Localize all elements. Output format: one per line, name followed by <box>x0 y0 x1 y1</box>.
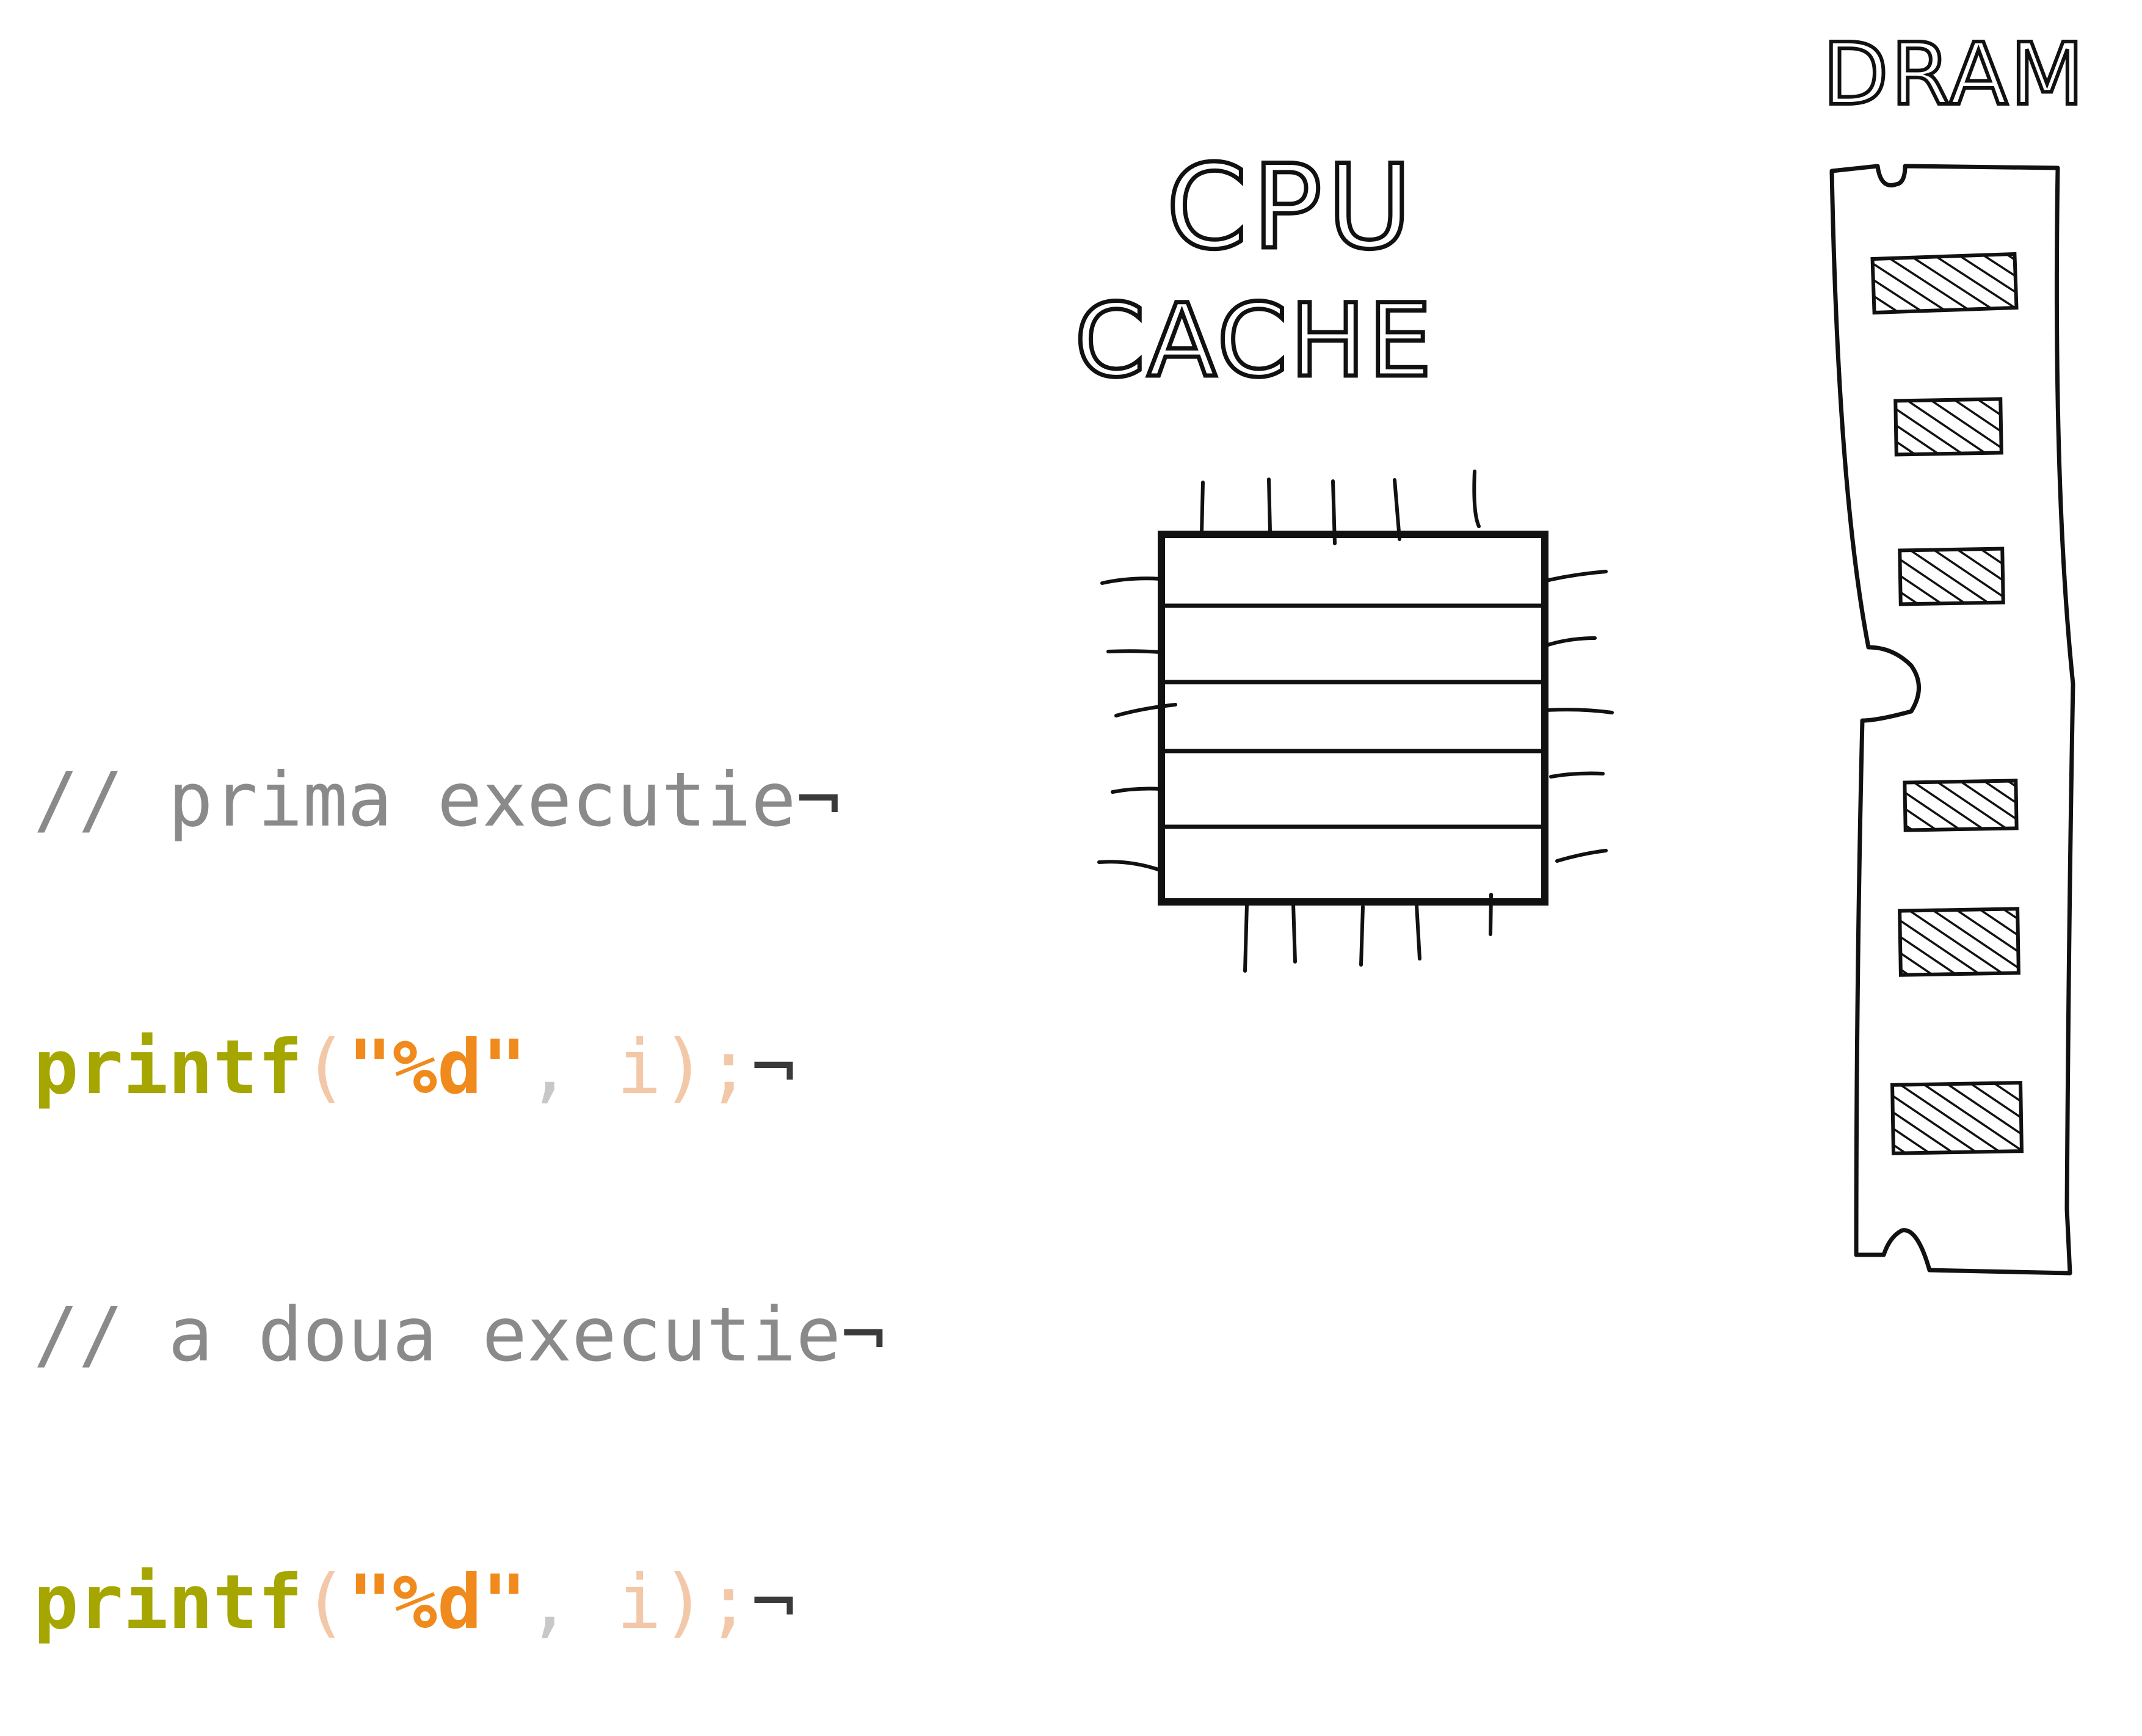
chip-pin <box>1472 470 1481 528</box>
cache-chip-body <box>1158 531 1548 906</box>
chip-pin <box>1243 903 1249 973</box>
code-line-printf-1: printf("%d", i);¬ <box>34 1023 886 1112</box>
dram-module <box>1829 164 2075 1276</box>
chip-pin <box>1555 849 1608 863</box>
code-line-printf-2: printf("%d", i);¬ <box>34 1558 886 1647</box>
chip-pin <box>1544 708 1614 714</box>
close-paren: ); <box>661 1559 752 1646</box>
cache-label: CACHE <box>1075 282 1434 399</box>
dram-chip <box>1893 397 2003 457</box>
dram-chip <box>1898 907 2020 977</box>
code-line-comment-2: // a doua executie¬ <box>34 1290 886 1379</box>
chip-pin <box>1291 902 1297 964</box>
chip-pin <box>1549 771 1605 779</box>
format-string: "%d" <box>347 1024 527 1111</box>
variable-arg: i <box>616 1559 662 1646</box>
dram-module-outline <box>1829 164 2075 1276</box>
dram-chip <box>1903 779 2019 832</box>
chip-pin <box>1200 481 1205 535</box>
chip-pin <box>1393 478 1401 541</box>
cache-chip <box>1097 470 1614 973</box>
comment-text: // a doua executie <box>34 1291 841 1378</box>
eol-marker: ¬ <box>796 757 841 843</box>
chip-pin <box>1359 905 1365 967</box>
chip-pin <box>1415 903 1421 961</box>
chip-pins <box>1097 470 1614 973</box>
arg-separator: , <box>526 1024 617 1111</box>
dram-chips <box>1870 252 2024 1155</box>
chip-pin <box>1097 860 1162 872</box>
close-paren: ); <box>661 1024 752 1111</box>
chip-pin <box>1106 649 1162 654</box>
cache-lines <box>1161 603 1545 829</box>
chip-pin <box>1331 479 1337 545</box>
comment-text: // prima executie <box>34 757 796 843</box>
code-line-comment-1: // prima executie¬ <box>34 755 886 844</box>
format-string: "%d" <box>347 1559 527 1646</box>
eol-marker: ¬ <box>841 1291 886 1378</box>
chip-pin <box>1114 703 1177 717</box>
chip-pin <box>1489 893 1493 936</box>
chip-pin <box>1544 570 1608 583</box>
open-paren: ( <box>302 1559 348 1646</box>
eol-marker: ¬ <box>751 1024 796 1111</box>
chip-pin <box>1111 786 1162 794</box>
open-paren: ( <box>302 1024 348 1111</box>
dram-label: DRAM <box>1823 25 2086 125</box>
function-name: printf <box>34 1024 303 1111</box>
cpu-label: CPU <box>1166 140 1417 275</box>
memory-diagram: CPU CACHE DRAM <box>1073 23 2086 1276</box>
eol-marker: ¬ <box>751 1559 796 1646</box>
variable-arg: i <box>616 1024 662 1111</box>
dram-chip <box>1870 252 2019 315</box>
chip-pin <box>1267 478 1272 533</box>
function-name: printf <box>34 1559 303 1646</box>
chip-pin <box>1100 576 1162 585</box>
dram-chip <box>1898 547 2005 606</box>
chip-pin <box>1544 636 1597 647</box>
arg-separator: , <box>526 1559 617 1646</box>
dram-chip <box>1890 1081 2024 1155</box>
